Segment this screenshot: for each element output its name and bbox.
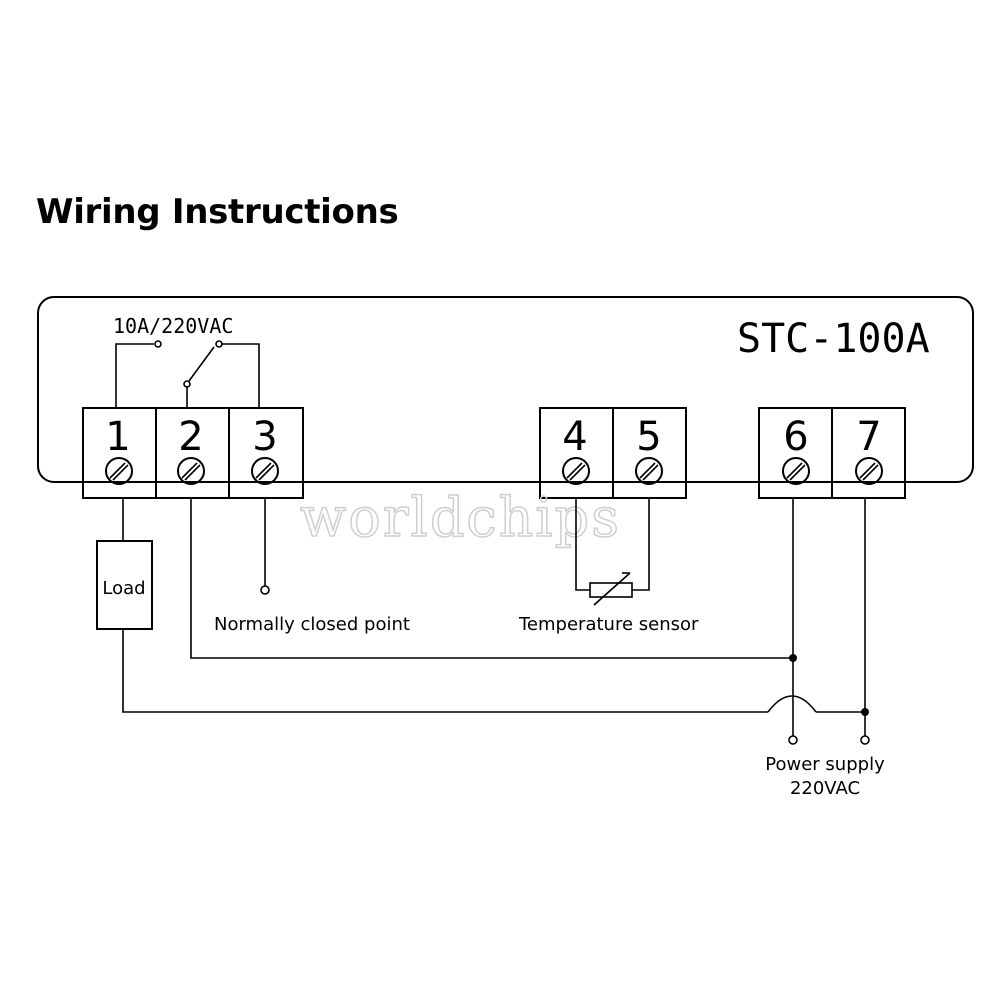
- controller-body: [37, 296, 974, 483]
- terminal-number: 4: [562, 414, 587, 460]
- nc-terminal-point: [260, 585, 270, 595]
- watermark: worldchips: [300, 486, 621, 549]
- terminal-block-relay: [82, 407, 304, 499]
- page-title: Wiring Instructions: [36, 192, 399, 232]
- screw-icon: [635, 457, 663, 485]
- temperature-sensor-label: Temperature sensor: [518, 614, 699, 635]
- wire-terminal-2-power: [190, 498, 793, 659]
- temperature-sensor-symbol: [575, 498, 650, 606]
- wire-crossover-hop: [767, 695, 817, 713]
- relay-contact-symbol: [115, 340, 260, 408]
- screw-icon: [177, 457, 205, 485]
- terminal-number: 1: [105, 414, 130, 460]
- terminal-block-sensor: [539, 407, 687, 499]
- power-terminal-point: [788, 735, 798, 745]
- load-label: Load: [102, 578, 145, 599]
- normally-closed-label: Normally closed point: [214, 614, 410, 635]
- power-supply-label: Power supply: [765, 754, 885, 775]
- load-box: [96, 540, 153, 630]
- relay-rating-label: 10A/220VAC: [113, 314, 233, 338]
- terminal-number: 7: [856, 414, 881, 460]
- screw-icon: [855, 457, 883, 485]
- screw-icon: [251, 457, 279, 485]
- screw-icon: [782, 457, 810, 485]
- power-terminal-point: [860, 735, 870, 745]
- terminal-number: 5: [636, 414, 661, 460]
- screw-icon: [562, 457, 590, 485]
- wire-load-to-power: [122, 629, 768, 713]
- terminal-number: 3: [252, 414, 277, 460]
- terminal-number: 6: [783, 414, 808, 460]
- terminal-number: 2: [178, 414, 203, 460]
- terminal-block-power: [758, 407, 906, 499]
- power-voltage-label: 220VAC: [790, 778, 860, 799]
- screw-icon: [105, 457, 133, 485]
- model-label: STC-100A: [737, 316, 930, 362]
